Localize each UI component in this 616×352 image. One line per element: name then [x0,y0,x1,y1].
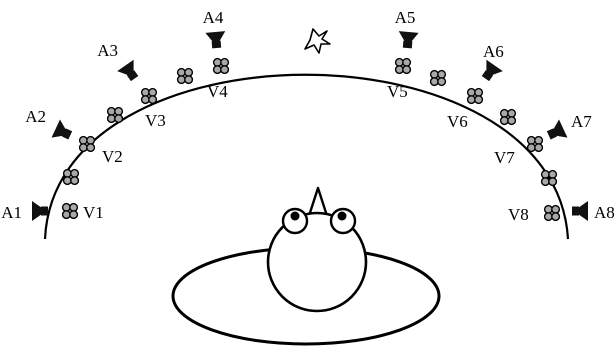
led-cluster-icon [61,202,79,220]
speaker-label-a1: A1 [1,203,22,222]
speaker-icon [205,31,226,49]
speaker-icon [572,201,588,221]
stimulus-label-v5: V5 [387,82,408,101]
right-pupil [337,211,347,221]
led-cluster-icon [106,106,124,124]
speaker-icon [51,119,73,140]
head [266,211,368,313]
speaker-icon [117,59,139,82]
stimulus-label-v4: V4 [207,82,228,101]
stimulus-label-v3: V3 [145,111,166,130]
speaker-icon [398,31,419,49]
stimulus-label-v2: V2 [102,147,123,166]
stimulus-label-v7: V7 [494,148,515,167]
speaker-arc [43,73,570,240]
speaker-label-a3: A3 [97,41,118,60]
speakers-layer [32,31,588,221]
led-cluster-icon [212,57,230,75]
stimulus-label-v6: V6 [447,112,468,131]
star-icon [304,28,331,54]
left-pupil [290,211,300,221]
led-cluster-icon [466,87,484,105]
speaker-label-a4: A4 [203,8,224,27]
speaker-label-a7: A7 [571,112,592,131]
speaker-label-a8: A8 [594,203,615,222]
leds-layer [61,57,561,222]
right-eye [329,207,357,235]
led-cluster-icon [62,168,80,186]
led-cluster-icon [429,69,447,87]
speaker-icon [546,119,568,140]
speaker-label-a6: A6 [483,42,504,61]
led-cluster-icon [540,169,558,187]
led-cluster-icon [140,87,158,105]
left-eye [281,207,309,235]
speaker-icon [32,201,48,221]
led-cluster-icon [526,135,544,153]
speaker-label-a2: A2 [25,107,46,126]
stimulus-label-v1: V1 [83,203,104,222]
led-cluster-icon [176,67,194,85]
speaker-icon [481,59,503,82]
led-cluster-icon [499,108,517,126]
led-cluster-icon [543,204,561,222]
led-cluster-icon [78,135,96,153]
speaker-label-a5: A5 [395,8,416,27]
stimulus-label-v8: V8 [508,205,529,224]
led-cluster-icon [394,57,412,75]
